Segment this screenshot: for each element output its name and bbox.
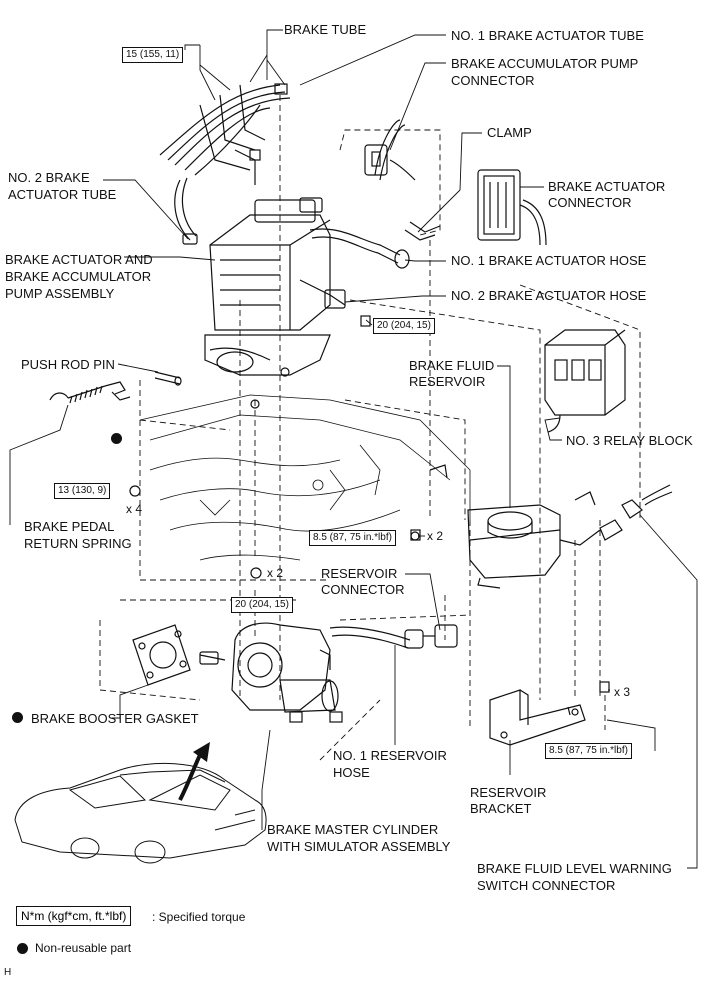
clamp-label: CLAMP [487,125,532,140]
nonreusable-pin-clip-marker [111,433,122,444]
no1-reservoir-hose-label-line2: HOSE [333,765,370,780]
direction-arrow-art [178,754,202,801]
brake-tubes-art [159,83,291,245]
pump-connector-art [364,119,441,241]
lower-nut-quantity: x 2 [267,566,284,580]
legend-nonreusable-marker [17,943,28,954]
nonreusable-gasket-marker [12,712,23,723]
spring-pin-art [49,371,182,404]
torque-actuator-bolt-box: 20 (204, 15) [373,318,435,334]
no2-brake-actuator-tube-label-line1: NO. 2 BRAKE [8,170,90,185]
reservoir-bolt-quantity: x 2 [427,529,444,543]
legend-torque-text: : Specified torque [152,910,246,924]
torque-reservoir-bolt-box: 8.5 (87, 75 in.*lbf) [309,530,396,546]
car-art [14,763,267,864]
no1-brake-actuator-tube-label: NO. 1 BRAKE ACTUATOR TUBE [451,28,644,43]
actuator-assembly-art [204,197,410,376]
reservoir-bracket-art [489,689,586,746]
torque-brake-tube-box: 15 (155, 11) [122,47,184,63]
level-warning-connector-label-line1: BRAKE FLUID LEVEL WARNING [477,861,672,876]
actuator-pump-assembly-label-line1: BRAKE ACTUATOR AND [5,252,153,267]
brake-booster-gasket-label: BRAKE BOOSTER GASKET [31,711,199,726]
no1-brake-actuator-hose-label: NO. 1 BRAKE ACTUATOR HOSE [451,253,647,268]
master-cylinder-label-line2: WITH SIMULATOR ASSEMBLY [267,839,451,854]
reservoir-bracket-label-line2: BRACKET [470,801,532,816]
reservoir-connector-label-line2: CONNECTOR [321,582,405,597]
relay-block-art [544,329,626,433]
accumulator-pump-connector-label-line1: BRAKE ACCUMULATOR PUMP [451,56,639,71]
level-warning-connector-label-line2: SWITCH CONNECTOR [477,878,616,893]
legend-nonreusable-text: Non-reusable part [35,941,132,955]
fasteners-art [129,315,610,693]
footer-code: H [4,967,12,978]
reservoir-art [467,484,673,589]
reservoir-hose-art [329,624,458,649]
brake-fluid-reservoir-label-line1: BRAKE FLUID [409,358,495,373]
no3-relay-block-label: NO. 3 RELAY BLOCK [566,433,693,448]
booster-gasket-art [132,624,191,686]
push-rod-pin-label: PUSH ROD PIN [21,357,115,372]
torque-lower-nut-box: 20 (204, 15) [231,597,293,613]
brake-pedal-return-spring-label-line2: RETURN SPRING [24,536,132,551]
reservoir-connector-label-line1: RESERVOIR [321,566,398,581]
no2-brake-actuator-tube-label-line2: ACTUATOR TUBE [8,187,117,202]
nut-quantity: x 4 [126,502,143,516]
brake-pedal-return-spring-label-line1: BRAKE PEDAL [24,519,115,534]
body-panel-art [139,394,471,561]
alignment-lines [99,95,641,761]
accumulator-pump-connector-label-line2: CONNECTOR [451,73,535,88]
no1-reservoir-hose-label-line1: NO. 1 RESERVOIR [333,748,447,763]
actuator-connector-art [477,169,547,246]
master-cylinder-art [199,622,343,723]
no2-brake-actuator-hose-label: NO. 2 BRAKE ACTUATOR HOSE [451,288,647,303]
bracket-bolt-quantity: x 3 [614,685,631,699]
actuator-pump-assembly-label-line2: BRAKE ACCUMULATOR [5,269,152,284]
master-cylinder-label-line1: BRAKE MASTER CYLINDER [267,822,439,837]
leader-lines [9,29,698,869]
actuator-connector-label-line1: BRAKE ACTUATOR [548,179,666,194]
brake-tube-label: BRAKE TUBE [284,22,367,37]
torque-bracket-bolt-box: 8.5 (87, 75 in.*lbf) [545,743,632,759]
torque-nut-box: 13 (130, 9) [54,483,111,499]
reservoir-bracket-label-line1: RESERVOIR [470,785,547,800]
actuator-pump-assembly-label-line3: PUMP ASSEMBLY [5,286,115,301]
brake-fluid-reservoir-label-line2: RESERVOIR [409,374,486,389]
actuator-connector-label-line2: CONNECTOR [548,195,632,210]
legend-torque-format: N*m (kgf*cm, ft.*lbf) [16,906,132,926]
